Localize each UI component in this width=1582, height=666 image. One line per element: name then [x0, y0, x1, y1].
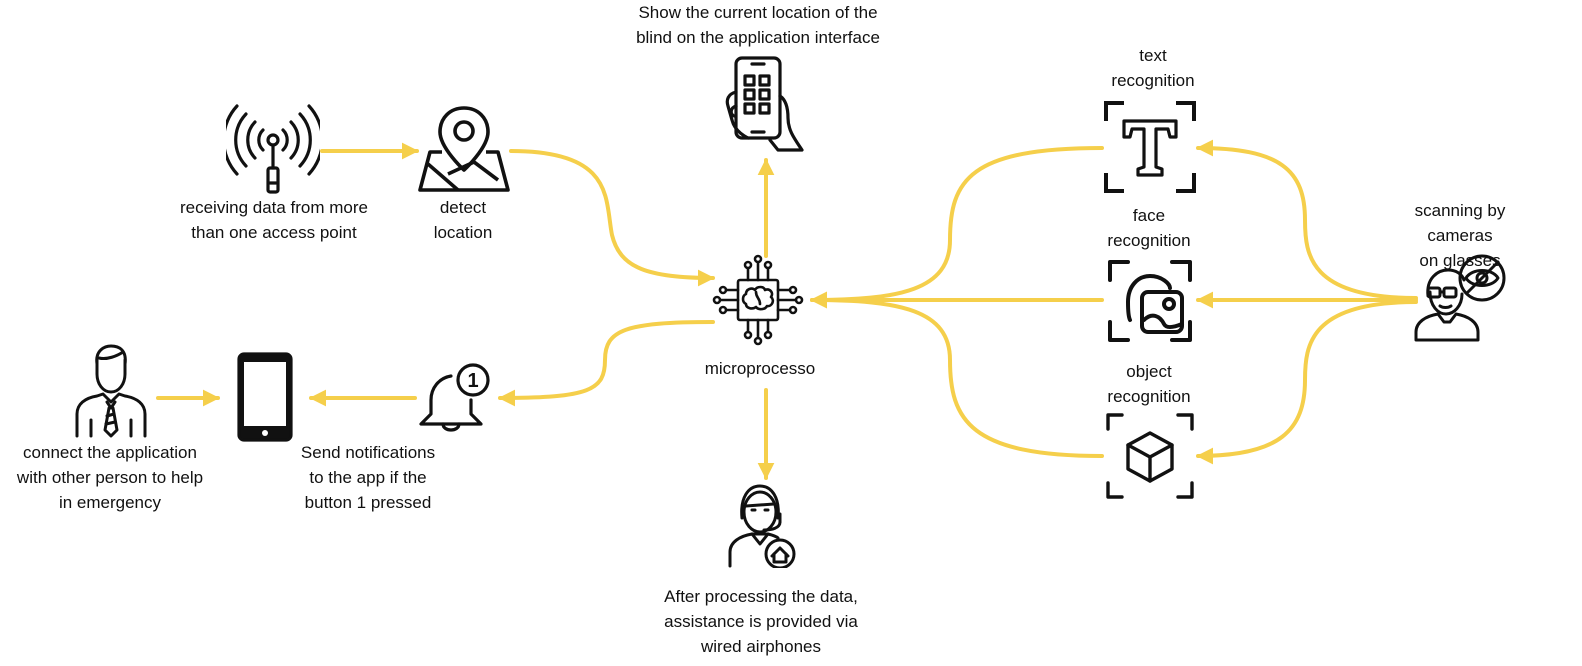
- arrow-glasses-to-object: [1196, 300, 1418, 465]
- bell-notification-icon: 1: [415, 362, 497, 438]
- brain-chip-icon: [712, 254, 804, 348]
- text-scan-icon: [1104, 101, 1196, 193]
- phone-in-hand-icon: [724, 56, 806, 154]
- face-recognition-label: face recognition: [1107, 206, 1191, 250]
- businessman-icon: [73, 344, 149, 438]
- map-pin-icon: [418, 104, 510, 194]
- location-label: detect location: [433, 198, 493, 242]
- glasses-scan-label: scanning by cameras on glasses: [1414, 201, 1506, 270]
- text-recognition-label: text recognition: [1111, 46, 1195, 90]
- arrow-location-to-microprocessor: [509, 149, 715, 287]
- bell-badge-number: 1: [467, 370, 478, 392]
- wifi-antenna-icon: [226, 104, 320, 196]
- phone-app-label: Show the current location of the blind o…: [636, 3, 880, 47]
- smartphone-icon: [236, 352, 294, 442]
- arrow-text-to-microprocessor: [810, 146, 1104, 309]
- arrow-glasses-to-text: [1196, 139, 1418, 300]
- object-recognition-label: object recognition: [1107, 362, 1191, 406]
- arrow-object-to-microprocessor: [810, 291, 1104, 458]
- person-glasses-scan-icon: [1412, 252, 1510, 342]
- headset-assistant-icon: [722, 482, 798, 568]
- arrow-microprocessor-to-bell: [498, 320, 715, 407]
- helper-label: connect the application with other perso…: [16, 443, 204, 512]
- microprocessor-label: microprocesso: [704, 359, 816, 378]
- face-scan-icon: [1106, 258, 1194, 344]
- object-scan-icon: [1106, 413, 1194, 499]
- notification-label: Send notifications to the app if the but…: [300, 443, 436, 512]
- assistance-label: After processing the data, assistance is…: [664, 587, 858, 656]
- wifi-label: receiving data from more than one access…: [179, 198, 369, 242]
